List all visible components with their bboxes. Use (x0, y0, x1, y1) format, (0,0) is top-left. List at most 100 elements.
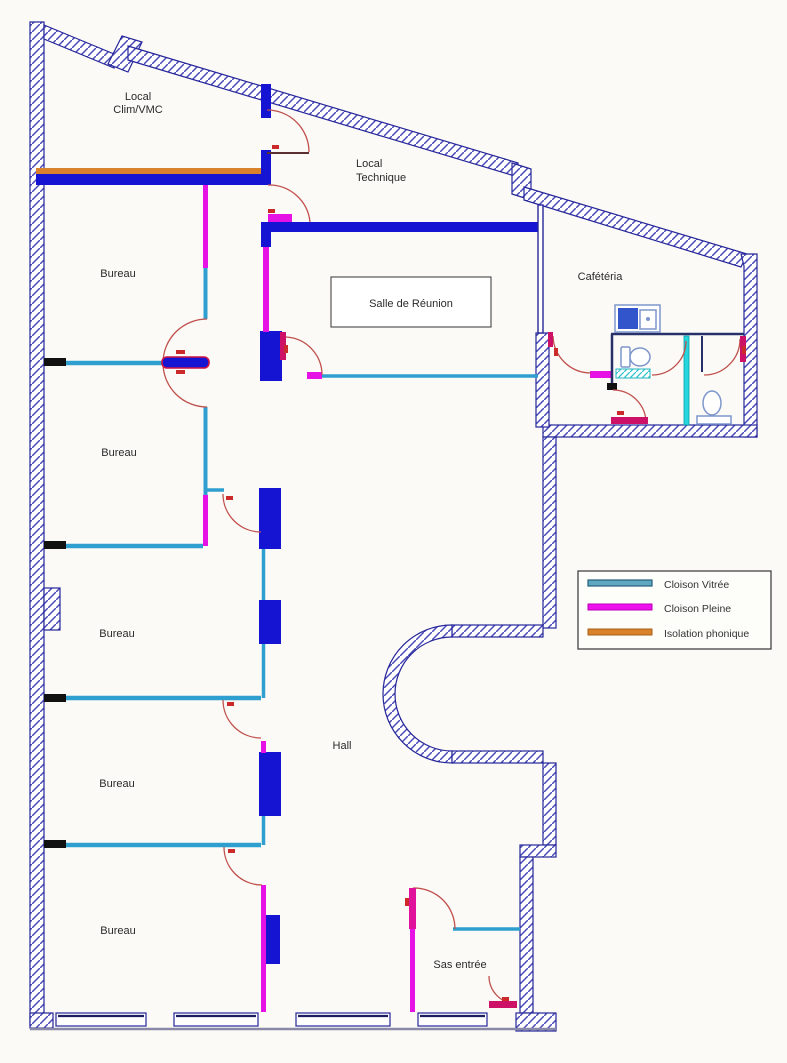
door-arc-wc-left (651, 340, 687, 376)
exterior-wall-cafeteria-bottom (542, 424, 758, 438)
wall-end-cap (44, 694, 66, 702)
toilet-bowl-right (702, 390, 722, 416)
door-arc-sas (412, 887, 456, 930)
wall-end-cap (44, 541, 66, 549)
legend-swatch-cloison-vitree (587, 579, 653, 587)
wc-half-wall-hatched (615, 368, 651, 379)
clim-wall-stub-upper (261, 84, 271, 118)
exterior-walls (29, 21, 758, 1032)
room-label-cafeteria: Cafétéria (578, 271, 624, 283)
cloison-vitree-partitions (56, 268, 538, 931)
exterior-wall-top-slope-1 (43, 24, 115, 69)
bureau5-corridor-wall (261, 885, 266, 1012)
door-arc-bureau5 (223, 846, 263, 886)
exterior-wall-stub-cafeteria (535, 332, 550, 428)
door-dimension-marks (176, 145, 746, 1001)
exterior-wall-pillar-left (43, 587, 61, 631)
doors (161, 109, 746, 1008)
door-jamb-technique (268, 214, 292, 222)
door-jamb (548, 332, 553, 347)
room-label-local-clim-line2: Clim/VMC (113, 104, 163, 116)
cafeteria-door-stub (590, 371, 612, 378)
door-arc-bureau4 (222, 699, 262, 739)
toilet-tank-left (620, 346, 631, 368)
exterior-wall-top-slope-3 (523, 186, 748, 268)
door-dimension-mark (272, 145, 279, 149)
wall-pillar (259, 752, 281, 816)
wall-pillar (260, 331, 282, 381)
alcove-curved-wall (382, 624, 453, 764)
door-dimension-mark (502, 997, 509, 1001)
corridor-partition-upper (203, 185, 208, 268)
room-label-salle-reunion: Salle de Réunion (369, 298, 453, 310)
door-dimension-mark (176, 370, 185, 374)
door-dimension-mark (227, 702, 234, 706)
sas-partition-wall (410, 888, 415, 1012)
door-dimension-mark (284, 345, 288, 353)
wc-partition-cyan (683, 335, 690, 426)
exterior-wall-hall-right-lower (519, 856, 534, 1014)
room-label-bureau-3: Bureau (99, 628, 134, 640)
legend-label-cloison-pleine: Cloison Pleine (664, 603, 731, 615)
door-dimension-mark (554, 348, 558, 356)
door-dimension-mark (226, 496, 233, 500)
door-dimension-mark (228, 849, 235, 853)
meeting-room-label-box (330, 276, 492, 328)
room-label-bureau-4: Bureau (99, 778, 134, 790)
room-label-sas-entree: Sas entrée (433, 959, 486, 971)
wall-end-cap (607, 383, 617, 390)
exterior-wall-top-notch (107, 35, 143, 73)
exterior-wall-top-slope-2 (127, 45, 519, 178)
wc-partitions (615, 335, 690, 426)
cafeteria-left-wall (537, 204, 544, 334)
door-stub (261, 741, 266, 753)
door-jamb (280, 332, 286, 360)
wall-pillar (259, 600, 281, 644)
meeting-room-door-stub (307, 372, 322, 379)
bottom-window-wall (30, 1012, 556, 1031)
clim-room-bottom-wall (36, 174, 270, 185)
alcove-top-wall (451, 624, 544, 638)
exterior-wall-hall-right-upper (542, 436, 557, 629)
cloison-pleine-partitions (203, 185, 612, 1012)
door-arc-meeting-room (285, 336, 323, 376)
room-label-bureau-2: Bureau (101, 447, 136, 459)
door-leaf-entrance (489, 1001, 517, 1008)
room-label-local-clim-line1: Local (125, 91, 151, 103)
meeting-room-left-wall (263, 247, 269, 332)
door-arc-wc-right (703, 338, 741, 376)
wall-end-cap (44, 358, 66, 366)
room-label-bureau-1: Bureau (100, 268, 135, 280)
technique-wall-stub (261, 232, 271, 247)
legend-label-isolation-phonique: Isolation phonique (664, 628, 749, 640)
isolation-phonique-wall (36, 168, 262, 174)
clim-wall-stub-lower (261, 150, 271, 185)
legend-swatch-isolation-phonique (587, 628, 653, 636)
toilet-tank-right (696, 415, 732, 425)
door-leaf-wc-lower (611, 417, 648, 424)
room-labels: Local Clim/VMC Local Technique Salle de … (99, 91, 623, 971)
exterior-wall-bottom-left-corner (29, 1012, 54, 1029)
counters-and-caps (44, 332, 744, 848)
wall-pillar (259, 488, 281, 549)
room-label-local-technique-line1: Local (356, 158, 382, 170)
door-dimension-mark (268, 209, 275, 213)
double-door-arc-down (162, 362, 208, 408)
toilet-bowl-left (629, 347, 651, 367)
wall-end-cap (44, 840, 66, 848)
alcove-bottom-wall (451, 750, 544, 764)
door-arc-clim (266, 109, 310, 153)
exterior-wall-bottom-right (515, 1012, 557, 1032)
door-dimension-mark (176, 350, 185, 354)
legend-swatch-cloison-pleine (587, 603, 653, 611)
room-label-bureau-5: Bureau (100, 925, 135, 937)
double-door-leaf (161, 356, 210, 369)
interior-walls (36, 84, 544, 964)
door-dimension-mark (742, 346, 746, 354)
door-dimension-mark (617, 411, 624, 415)
legend: Cloison Vitrée Cloison Pleine Isolation … (577, 570, 772, 650)
door-leaf-sas (409, 888, 416, 929)
kitchenette-appliance (618, 308, 638, 329)
